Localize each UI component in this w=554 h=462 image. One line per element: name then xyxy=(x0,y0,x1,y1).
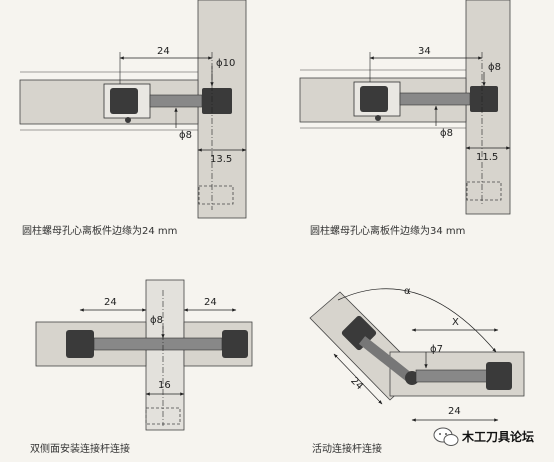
panel-1: 24 ϕ10 ϕ8 13.5 圆柱螺母孔心离板件边缘为24 mm xyxy=(19,0,247,237)
panel-3: 24 24 ϕ8 16 双侧面安装连接杆连接 xyxy=(30,279,253,455)
connector-rod xyxy=(415,369,489,383)
panel-4: α X ϕ7 24 24 活动连接杆连接 xyxy=(309,286,525,455)
dim-label-d7: ϕ7 xyxy=(430,344,443,355)
watermark-text: 木工刀具论坛 xyxy=(461,429,534,444)
dim-label-alpha: α xyxy=(404,286,411,297)
panel-2: 34 ϕ8 ϕ8 11.5 圆柱螺母孔心离板件边缘为34 mm xyxy=(299,0,511,237)
dim-label-length: 34 xyxy=(418,46,431,57)
screw-head xyxy=(375,115,381,121)
angle-arc xyxy=(337,288,497,353)
dim-label-bottom: 24 xyxy=(448,406,461,417)
dashed-hole xyxy=(466,181,502,201)
panel-caption: 活动连接杆连接 xyxy=(312,442,382,455)
dim-label-offset: 11.5 xyxy=(476,152,498,163)
cam-fitting xyxy=(110,88,138,114)
panel-caption: 双侧面安装连接杆连接 xyxy=(30,442,130,455)
dashed-hole xyxy=(198,185,234,205)
cam-right xyxy=(222,330,248,358)
dim-label-d8: ϕ8 xyxy=(179,130,192,141)
dim-label-d8: ϕ8 xyxy=(150,315,163,326)
cam-right xyxy=(486,362,512,390)
panel-caption: 圆柱螺母孔心离板件边缘为34 mm xyxy=(310,224,465,237)
vertical-board xyxy=(145,279,185,431)
connector-rod xyxy=(149,94,203,108)
barrel-nut xyxy=(470,86,498,112)
dim-label-d8-top: ϕ8 xyxy=(488,62,501,73)
dim-label-x: X xyxy=(452,317,459,328)
dim-label-diagonal: 24 xyxy=(348,376,365,393)
barrel-nut xyxy=(202,88,232,114)
connector-rod xyxy=(399,92,471,106)
dim-label-d8-bottom: ϕ8 xyxy=(440,128,453,139)
dim-line-diagonal xyxy=(333,353,383,405)
dim-label-left: 24 xyxy=(104,297,117,308)
panel-caption: 圆柱螺母孔心离板件边缘为24 mm xyxy=(22,224,177,237)
screw-head xyxy=(125,117,131,123)
dim-label-offset: 16 xyxy=(158,380,171,391)
connector-rod xyxy=(93,337,223,351)
joint-pivot xyxy=(405,371,419,385)
dim-label-offset: 13.5 xyxy=(210,154,232,165)
wechat-icon xyxy=(433,427,459,446)
dim-label-d10: ϕ10 xyxy=(216,58,235,69)
connector-rod-angled xyxy=(358,336,414,382)
watermark: 木工刀具论坛 xyxy=(433,427,534,446)
dim-label-length: 24 xyxy=(157,46,170,57)
cam-fitting xyxy=(360,86,388,112)
dim-label-right: 24 xyxy=(204,297,217,308)
cam-left xyxy=(66,330,94,358)
